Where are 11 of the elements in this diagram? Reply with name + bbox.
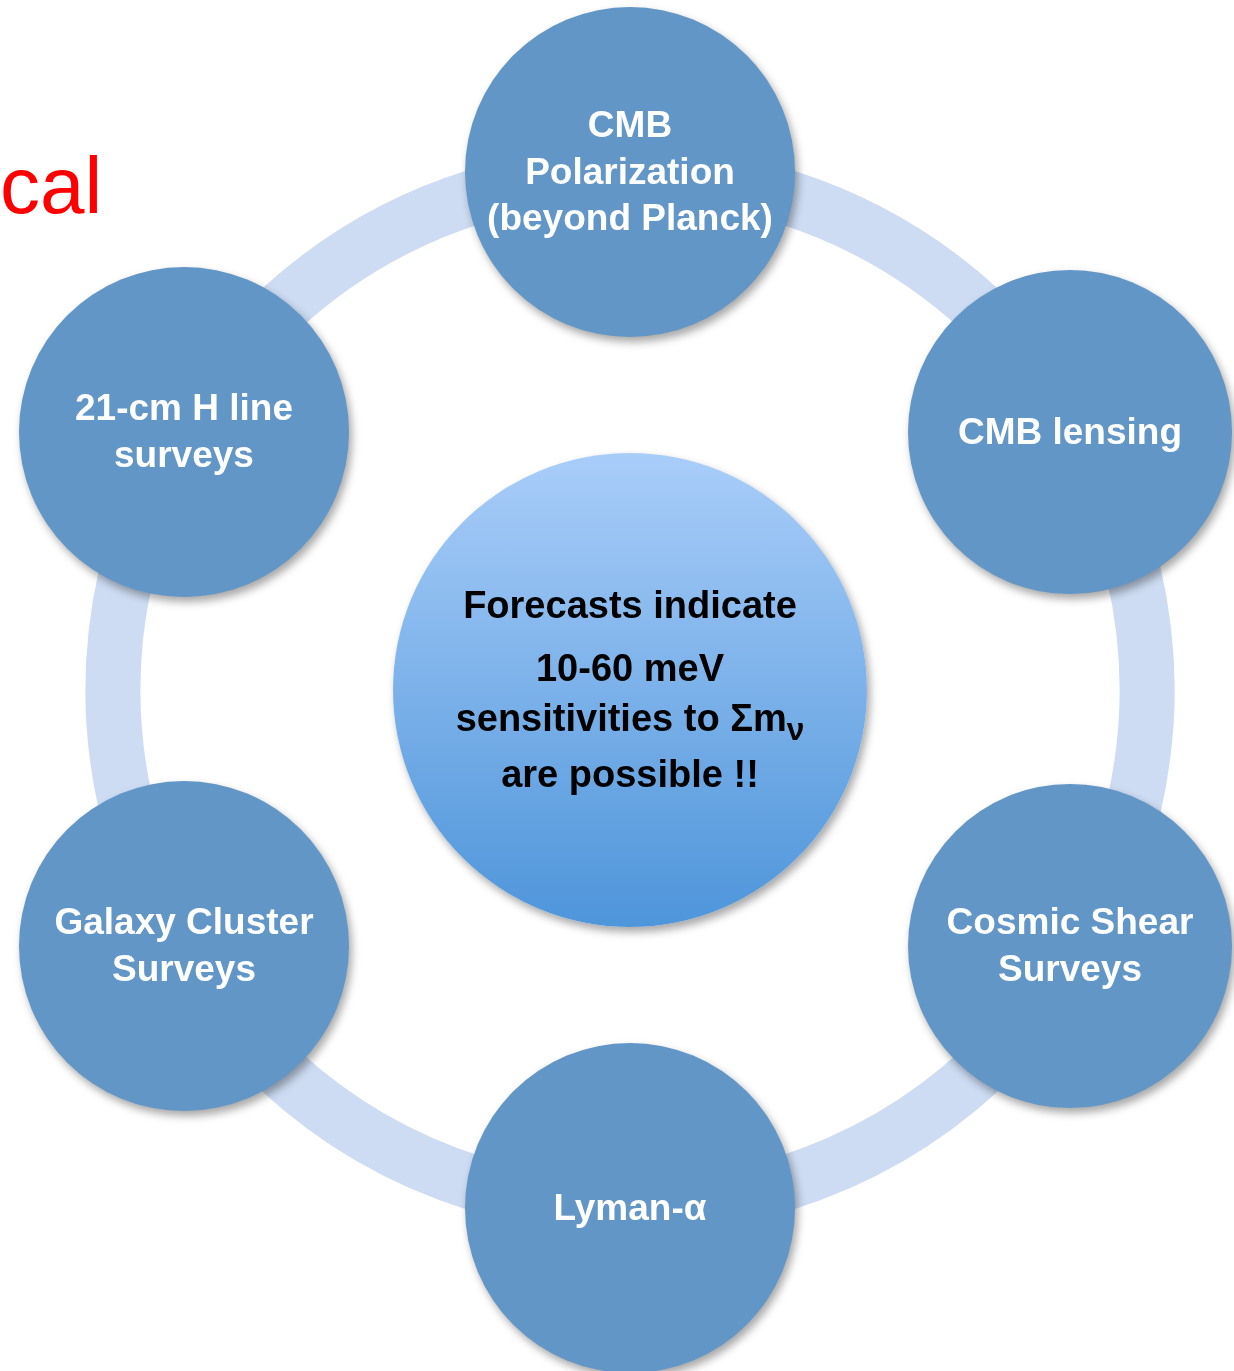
node-text: Lyman-α (553, 1185, 707, 1230)
ring-connector (1106, 566, 1175, 812)
node-text: 21-cm H line surveys (74, 386, 294, 477)
node-text: 10-60 meV sensitivities to Σm$_{ν}$ are possible !! (454, 646, 806, 797)
node-text: Galaxy Cluster Surveys (53, 900, 315, 991)
node-text: Cosmic Shear Surveys (945, 900, 1195, 991)
ring-connector (85, 572, 153, 806)
title-fragment: cal (0, 140, 103, 232)
node-text: Forecasts indicate (463, 583, 797, 629)
node-text: CMB lensing (957, 409, 1183, 454)
node-text: CMB Polarization (beyond Planck) (486, 102, 774, 241)
